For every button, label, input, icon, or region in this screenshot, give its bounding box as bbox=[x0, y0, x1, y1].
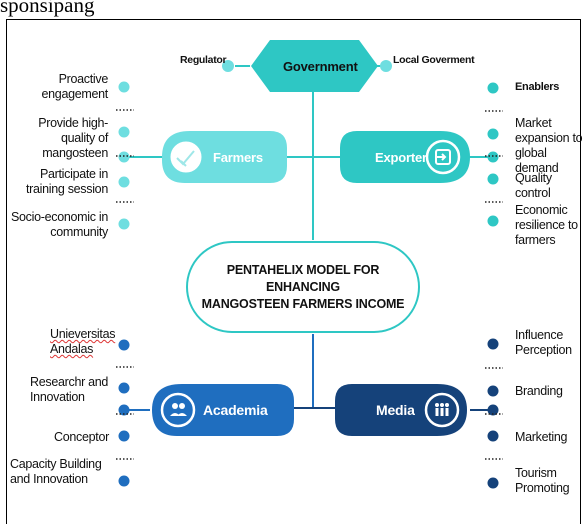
academia-item-1: Unieversitas Andalas bbox=[50, 327, 116, 356]
media-connector-dot bbox=[487, 404, 499, 416]
diagram-frame bbox=[6, 19, 581, 524]
export-icon bbox=[435, 149, 451, 165]
academia-icon-circle bbox=[160, 392, 196, 428]
media-item-1: Influence Perception bbox=[515, 328, 572, 357]
farmers-item-dot bbox=[118, 176, 130, 188]
academia-label: Academia bbox=[203, 402, 268, 418]
caption-fragment: sponsipang bbox=[0, 0, 95, 17]
center-title-line-1: PENTAHELIX MODEL FOR ENHANCING bbox=[226, 263, 380, 294]
media-item-dot bbox=[487, 477, 499, 489]
exporter-item-dot bbox=[487, 215, 499, 227]
exporter-item-dot bbox=[487, 173, 499, 185]
exporter-item-2: Market expansion to global demand bbox=[515, 116, 583, 175]
academia-item-dot bbox=[118, 382, 130, 394]
government-label: Government bbox=[283, 59, 358, 74]
media-item-3: Marketing bbox=[515, 430, 568, 444]
exporter-item-dot bbox=[487, 128, 499, 140]
exporter-label: Exporter bbox=[375, 150, 427, 165]
center-pill bbox=[186, 241, 420, 333]
exporter-item-3: Quality control bbox=[515, 171, 552, 200]
center-title-line-2: MANGOSTEEN FARMERS INCOME bbox=[201, 297, 405, 311]
media-item-2: Branding bbox=[515, 384, 563, 398]
government-shape bbox=[251, 40, 378, 92]
exporter-item-4: Economic resilience to farmers bbox=[515, 203, 578, 247]
farmers-item-2: Provide high-quality of mangosteen bbox=[38, 116, 108, 160]
exporter-connector-dot bbox=[487, 151, 499, 163]
farmers-item-3: Participate in training session bbox=[25, 167, 108, 196]
academia-connector-dot bbox=[118, 404, 130, 416]
regulator-label: Regulator bbox=[180, 54, 227, 66]
exporter-item-dot bbox=[487, 82, 499, 94]
farmers-label: Farmers bbox=[213, 150, 263, 165]
check-icon bbox=[176, 150, 195, 167]
academia-item-dot bbox=[118, 339, 130, 351]
farmers-item-1: Proactive engagement bbox=[41, 72, 108, 101]
government-left-dot bbox=[222, 60, 234, 72]
academia-item-dot bbox=[118, 475, 130, 487]
media-item-dot bbox=[487, 338, 499, 350]
center-title: PENTAHELIX MODEL FOR ENHANCING MANGOSTEE… bbox=[197, 262, 409, 313]
media-item-dot bbox=[487, 385, 499, 397]
farmers-connector-dot bbox=[118, 151, 130, 163]
media-item-dot bbox=[487, 430, 499, 442]
government-right-dot bbox=[380, 60, 392, 72]
farmers-item-4: Socio-economic in community bbox=[10, 210, 108, 239]
farmers-item-dot bbox=[118, 81, 130, 93]
local-government-label: Local Goverment bbox=[393, 54, 475, 66]
exporter-item-1: Enablers bbox=[515, 81, 560, 93]
academia-item-3: Conceptor bbox=[54, 430, 109, 444]
farmers-item-dot bbox=[118, 126, 130, 138]
farmers-icon-circle bbox=[167, 138, 205, 176]
people-icon bbox=[172, 403, 178, 409]
academia-item-4: Capacity Building and Innovation bbox=[10, 457, 102, 486]
media-item-4: Tourism Promoting bbox=[515, 466, 570, 495]
academia-item-2: Researchr and Innovation bbox=[30, 375, 109, 404]
media-label: Media bbox=[376, 402, 415, 418]
academia-item-dot bbox=[118, 430, 130, 442]
audience-icon bbox=[435, 403, 449, 416]
farmers-item-dot bbox=[118, 218, 130, 230]
